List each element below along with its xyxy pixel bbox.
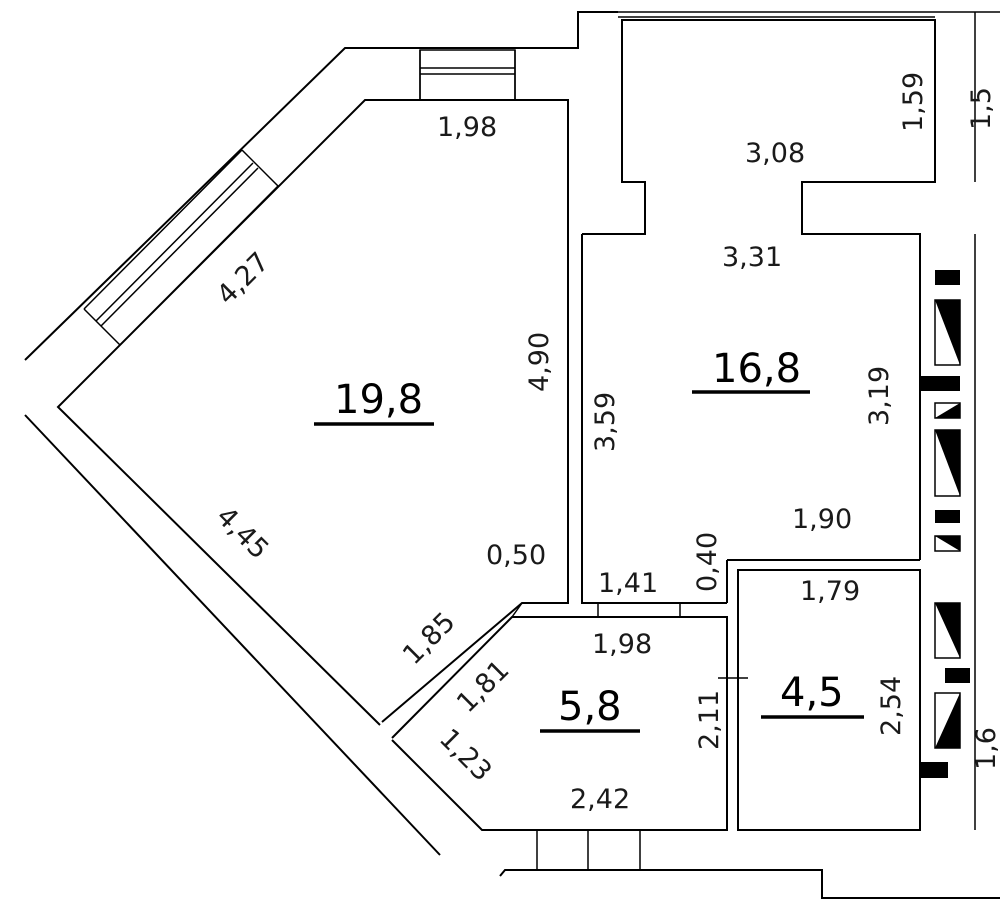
ventilation-shaft	[920, 270, 970, 778]
dim-bedroom-top: 3,31	[722, 242, 782, 273]
bedroom-left-wall	[581, 234, 727, 604]
dim-living-top: 1,98	[437, 112, 497, 143]
dim-living-lower-diagonal: 4,45	[210, 501, 274, 565]
dim-bedroom-bottom: 1,90	[792, 504, 852, 535]
dim-hall-top: 1,98	[592, 629, 652, 660]
dim-bathroom-top: 1,79	[800, 576, 860, 607]
dim-bedroom-door: 1,41	[598, 568, 658, 599]
dim-bedroom-right: 3,19	[864, 366, 895, 426]
outer-wall-living	[24, 11, 618, 361]
dim-right-balcony-cut: 1,5	[966, 87, 997, 130]
bedroom-wall	[582, 19, 936, 560]
outer-wall-diagonal-lower	[24, 414, 441, 856]
dim-bedroom-step: 0,40	[692, 532, 723, 592]
bedroom-area: 16,8	[712, 346, 801, 392]
top-balcony-rail	[618, 11, 1000, 182]
outer-bottom-wall	[499, 869, 1000, 899]
dim-living-step: 0,50	[486, 540, 546, 571]
dim-bathroom-right: 2,54	[876, 676, 907, 736]
dim-right-bathroom-cut: 1,6	[971, 727, 1000, 770]
dim-living-diagonal-window: 4,27	[211, 247, 275, 311]
bathroom-wall	[737, 569, 921, 831]
entrance-door	[536, 830, 641, 870]
dim-balcony-width: 3,08	[745, 138, 805, 169]
dim-living-right: 4,90	[524, 332, 555, 392]
living-top-window	[419, 49, 516, 101]
dim-bedroom-left: 3,59	[590, 392, 621, 452]
dim-living-door-diag: 1,85	[397, 607, 461, 671]
dim-hall-bottom: 2,42	[570, 784, 630, 815]
dim-balcony-depth: 1,59	[898, 72, 929, 132]
living-room-inner-wall	[56, 99, 569, 726]
dim-hall-lower-diag: 1,23	[433, 723, 497, 787]
living-room-area: 19,8	[334, 377, 423, 423]
hall-opening	[511, 602, 523, 618]
hall-area: 5,8	[558, 684, 622, 730]
bathroom-area: 4,5	[780, 670, 844, 716]
living-diagonal-window	[83, 149, 279, 346]
dim-hall-door-diag: 1,81	[451, 655, 515, 719]
dim-hall-right: 2,11	[694, 690, 725, 750]
